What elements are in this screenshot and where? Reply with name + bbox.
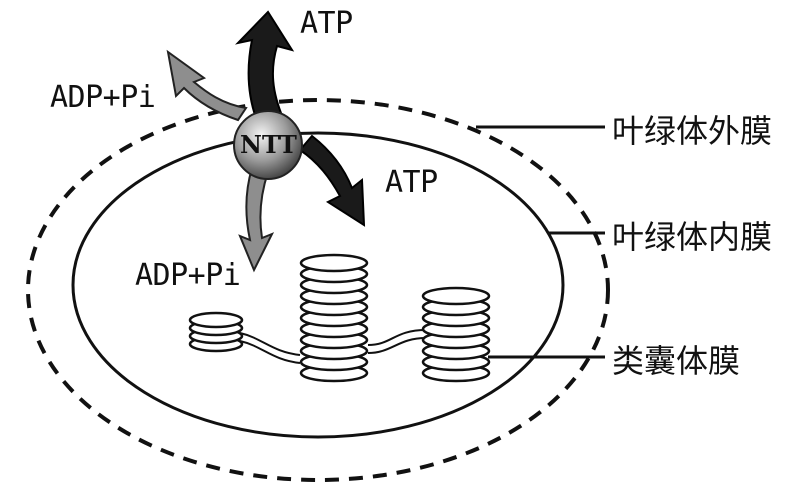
thylakoid-membrane-label: 类囊体膜 <box>612 342 741 380</box>
ntt-transporter-sphere <box>233 110 303 180</box>
stroma-lamellae <box>239 329 427 364</box>
atp-in-arrow <box>298 134 366 227</box>
atp-out-arrow <box>234 10 295 119</box>
outer-membrane-label: 叶绿体外膜 <box>612 112 773 150</box>
leader-lines <box>476 125 605 359</box>
inner-membrane-label: 叶绿体内膜 <box>612 218 773 256</box>
outer-membrane <box>26 98 610 482</box>
granum-right <box>421 286 491 383</box>
adp-out-arrow <box>238 166 275 273</box>
adp-pi-label-left: ADP+Pi <box>50 80 156 115</box>
adp-in-arrow <box>166 49 248 122</box>
atp-label-right: ATP <box>385 165 438 200</box>
granum-middle <box>299 253 369 383</box>
atp-label-top: ATP <box>300 6 353 41</box>
ntt-label: NTT <box>240 130 297 159</box>
inner-membrane <box>71 131 565 439</box>
granum-left <box>188 311 244 353</box>
adp-pi-label-bottom: ADP+Pi <box>135 258 241 293</box>
